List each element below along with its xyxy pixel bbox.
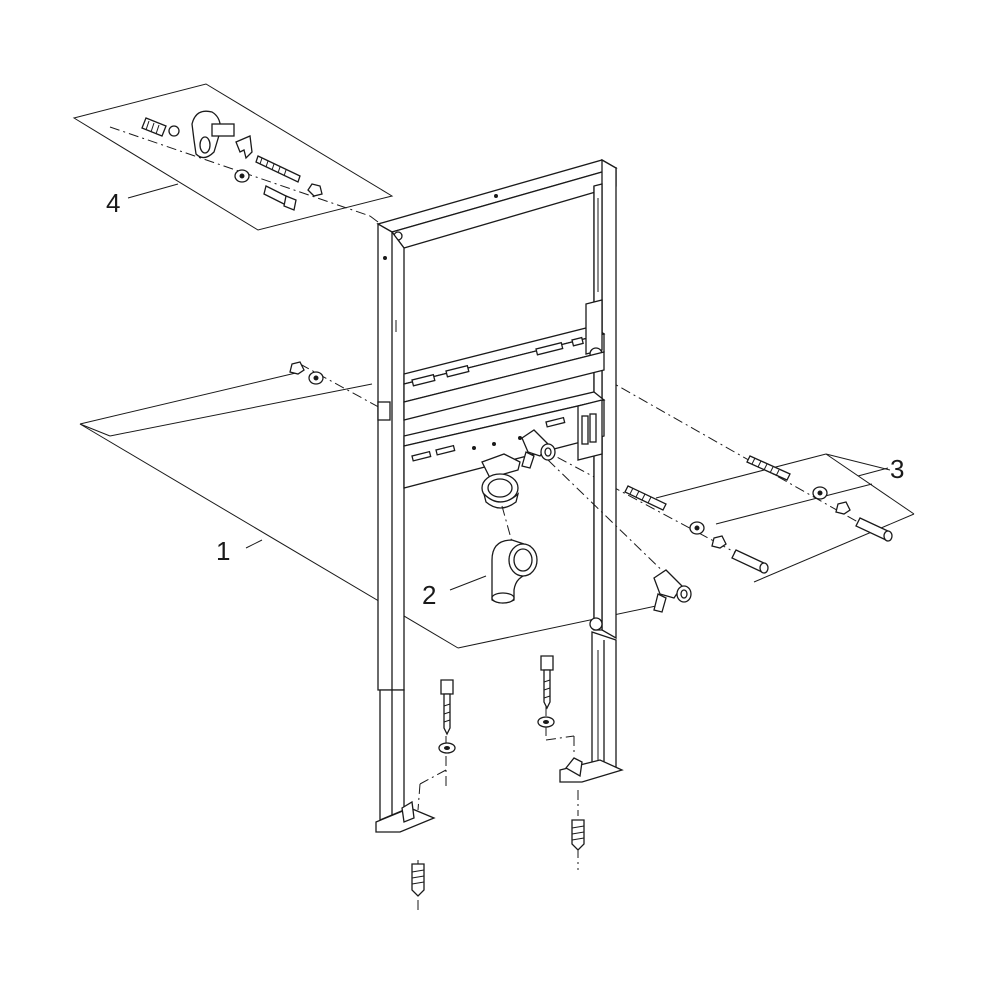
wall-plug-icon bbox=[411, 863, 425, 897]
kit-4-panel: 4 bbox=[72, 83, 394, 231]
hex-bolt-icon bbox=[263, 185, 297, 211]
hex-nut-icon bbox=[711, 535, 727, 549]
washer-icon bbox=[537, 716, 555, 728]
threaded-rod-icon bbox=[255, 155, 301, 183]
kit-3-panel: 3 bbox=[539, 377, 915, 583]
callout-2-label: 2 bbox=[422, 580, 436, 610]
washer-icon bbox=[812, 486, 828, 500]
washer-icon bbox=[234, 169, 250, 183]
spacer-sleeve-icon bbox=[731, 549, 769, 574]
drain-clamp-icon bbox=[481, 453, 521, 509]
washer-icon bbox=[308, 371, 324, 385]
threaded-rod-icon bbox=[746, 455, 791, 481]
hex-bolt-icon bbox=[540, 655, 554, 710]
spacer-sleeve-icon bbox=[855, 517, 893, 542]
callout-4-label: 4 bbox=[106, 188, 120, 218]
washer-icon bbox=[438, 742, 456, 754]
hex-nut-icon bbox=[289, 361, 305, 375]
callout-1-label: 1 bbox=[216, 536, 230, 566]
floor-fixing-left bbox=[411, 679, 456, 912]
floor-fixing-right bbox=[537, 655, 585, 870]
spring-clip-icon bbox=[235, 135, 253, 160]
mounting-frame bbox=[375, 158, 624, 833]
anchor-screw-icon bbox=[141, 117, 180, 137]
hex-nut-icon bbox=[835, 501, 851, 515]
wall-plug-icon bbox=[571, 819, 585, 851]
wall-bracket-icon bbox=[191, 110, 235, 159]
hex-nut-icon bbox=[307, 183, 323, 197]
threaded-rod-icon bbox=[624, 485, 667, 511]
supply-elbow-lower-icon bbox=[653, 569, 692, 613]
washer-icon bbox=[689, 521, 705, 535]
callout-3-label: 3 bbox=[890, 454, 904, 484]
hex-bolt-icon bbox=[440, 679, 454, 736]
supply-elbow-upper-icon bbox=[521, 429, 556, 469]
drain-bend-icon bbox=[491, 539, 538, 604]
